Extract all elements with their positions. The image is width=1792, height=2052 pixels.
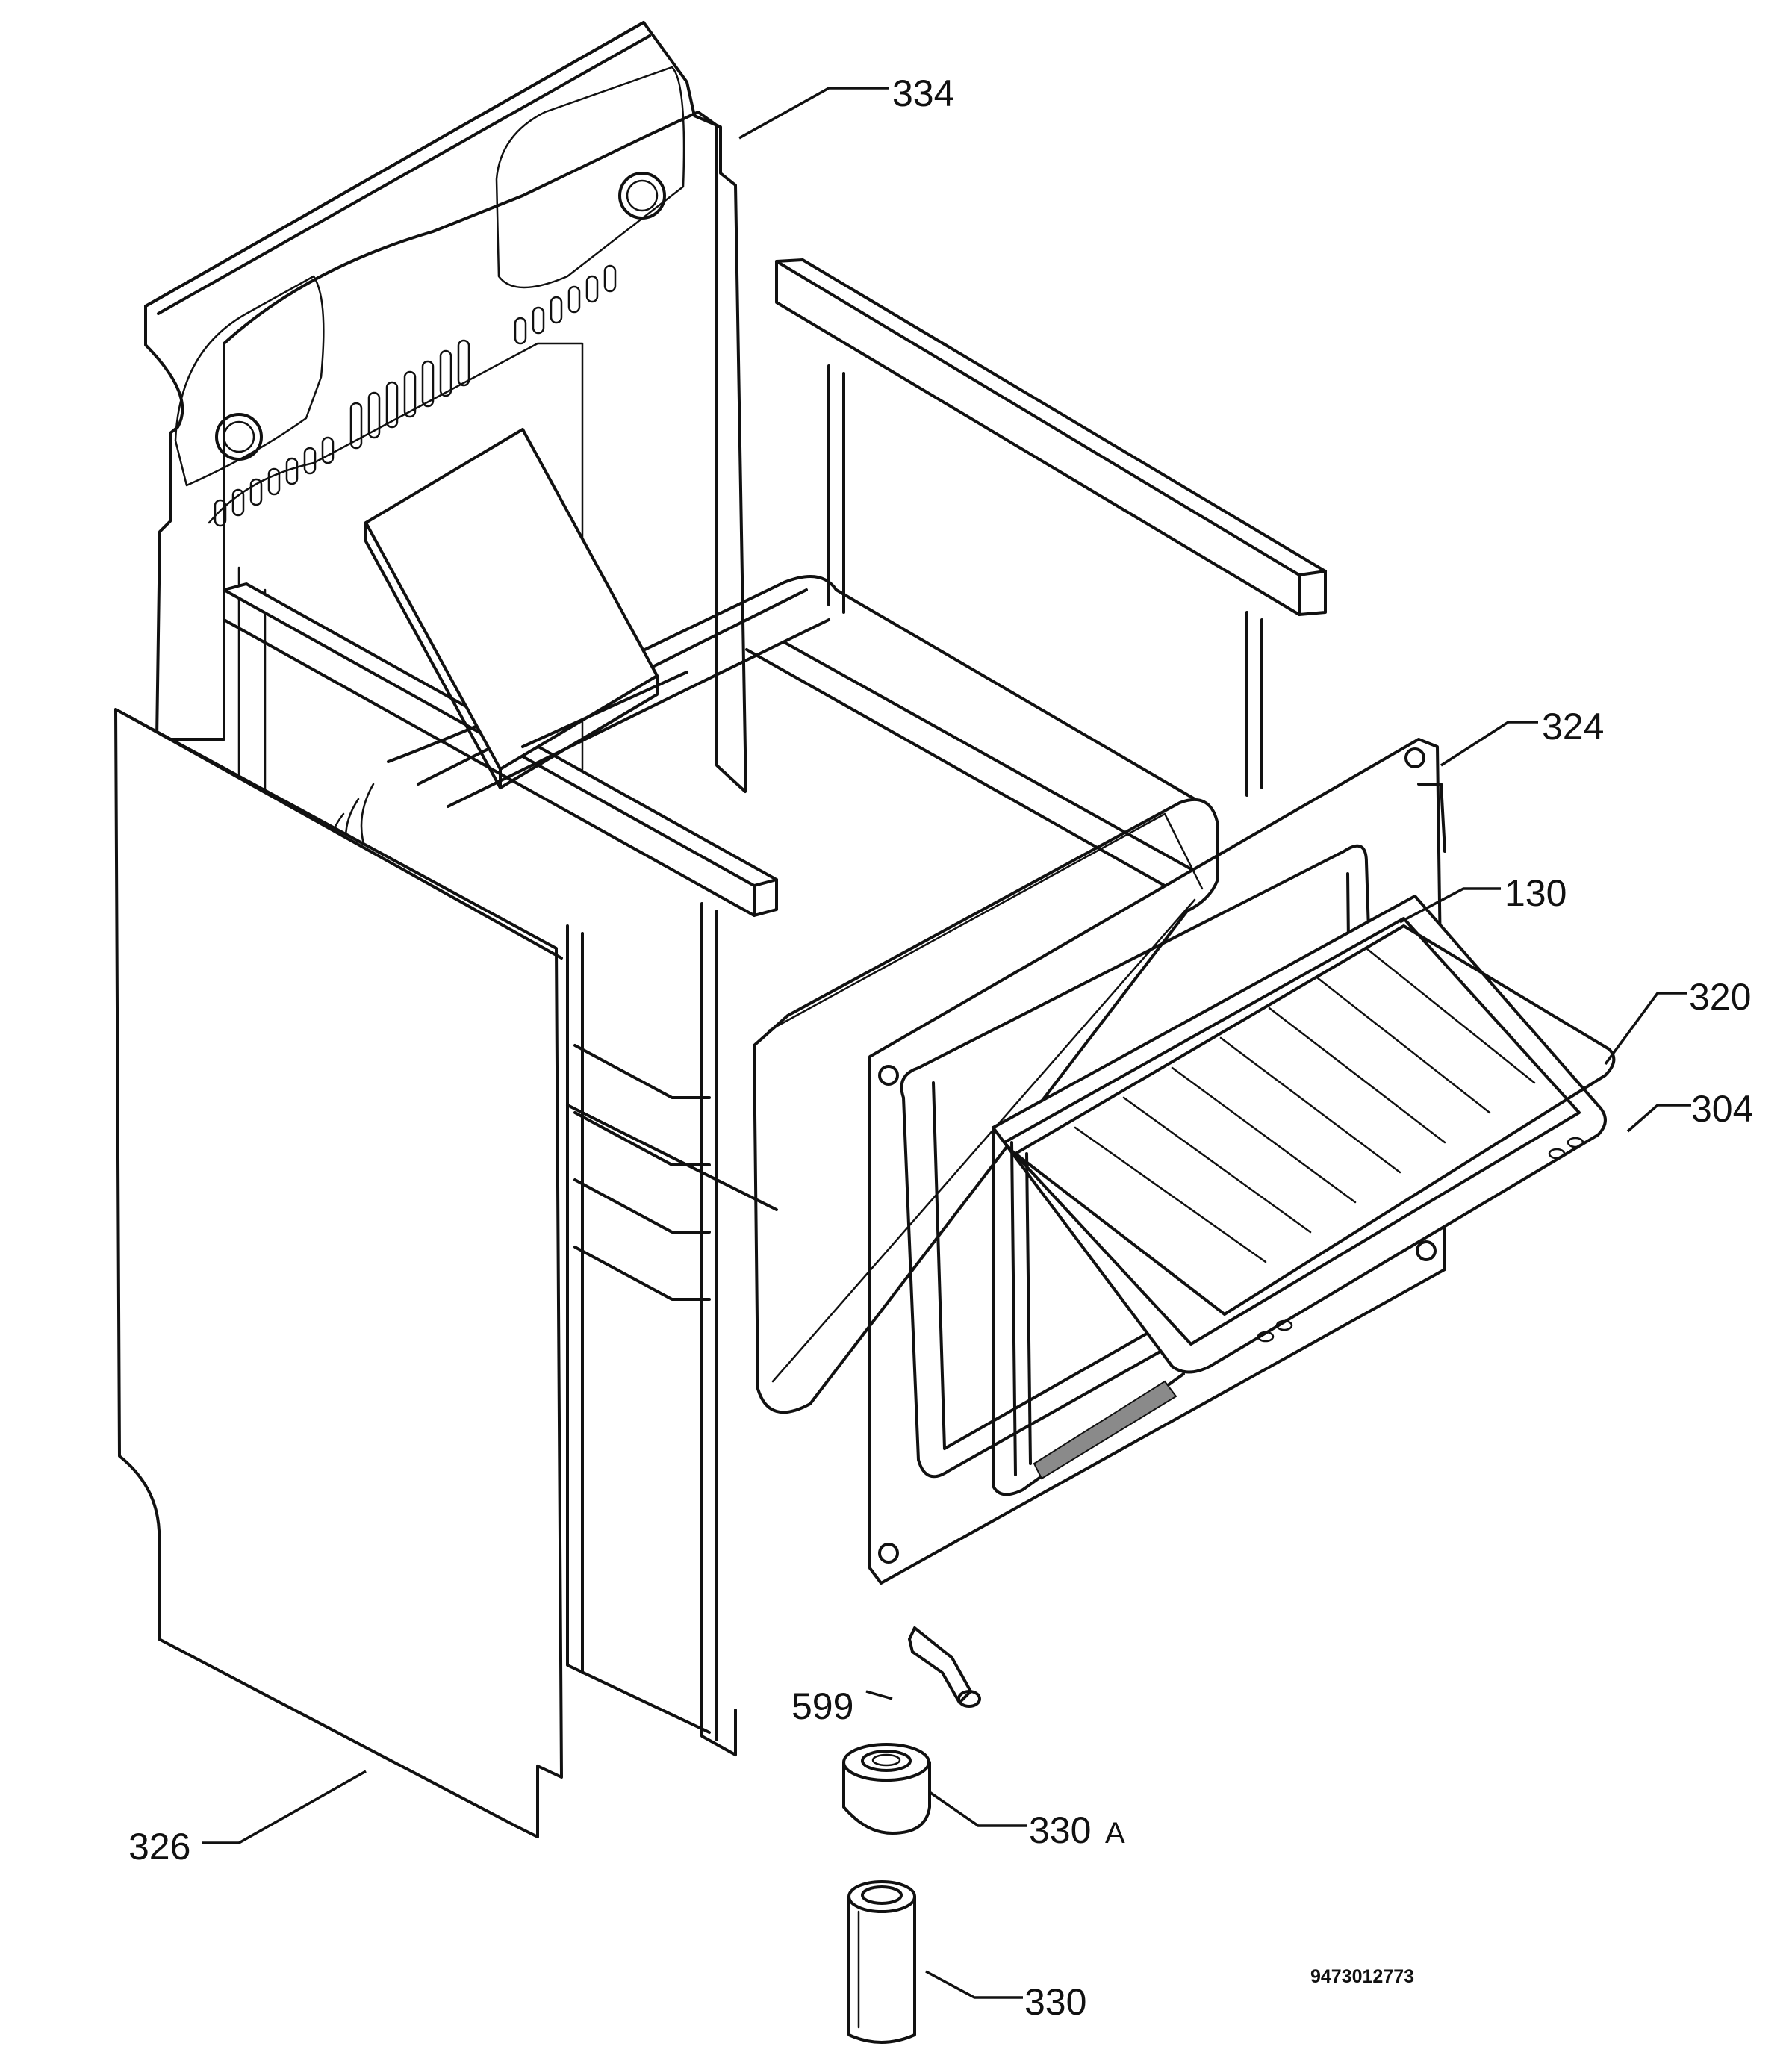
foot-bush-330a xyxy=(842,1743,931,1835)
callout-599: 599 xyxy=(791,1685,853,1727)
side-panel-326 xyxy=(114,708,563,1838)
callout-330a: 330 xyxy=(1029,1809,1091,1851)
callout-130: 130 xyxy=(1505,872,1567,914)
callouts: 334 324 130 320 304 599 330 A 326 330 94… xyxy=(128,72,1753,2023)
callout-330: 330 xyxy=(1024,1981,1086,2023)
callout-324: 324 xyxy=(1542,706,1604,747)
foot-330 xyxy=(847,1880,916,2044)
hinge-clip-599 xyxy=(908,1626,981,1708)
leader-lines xyxy=(202,87,1691,1999)
callout-320: 320 xyxy=(1689,976,1751,1018)
oven-shelf-320 xyxy=(1014,924,1616,1316)
back-panel xyxy=(144,21,747,845)
vent-slots xyxy=(214,264,617,527)
callout-304: 304 xyxy=(1691,1088,1753,1130)
callout-334: 334 xyxy=(892,72,954,114)
cavity-gasket xyxy=(753,798,1219,1414)
oven-cavity xyxy=(329,428,1241,1756)
callout-330a-suffix: A xyxy=(1105,1817,1125,1850)
document-number: 9473012773 xyxy=(1310,1966,1414,1987)
callout-326: 326 xyxy=(128,1826,190,1868)
